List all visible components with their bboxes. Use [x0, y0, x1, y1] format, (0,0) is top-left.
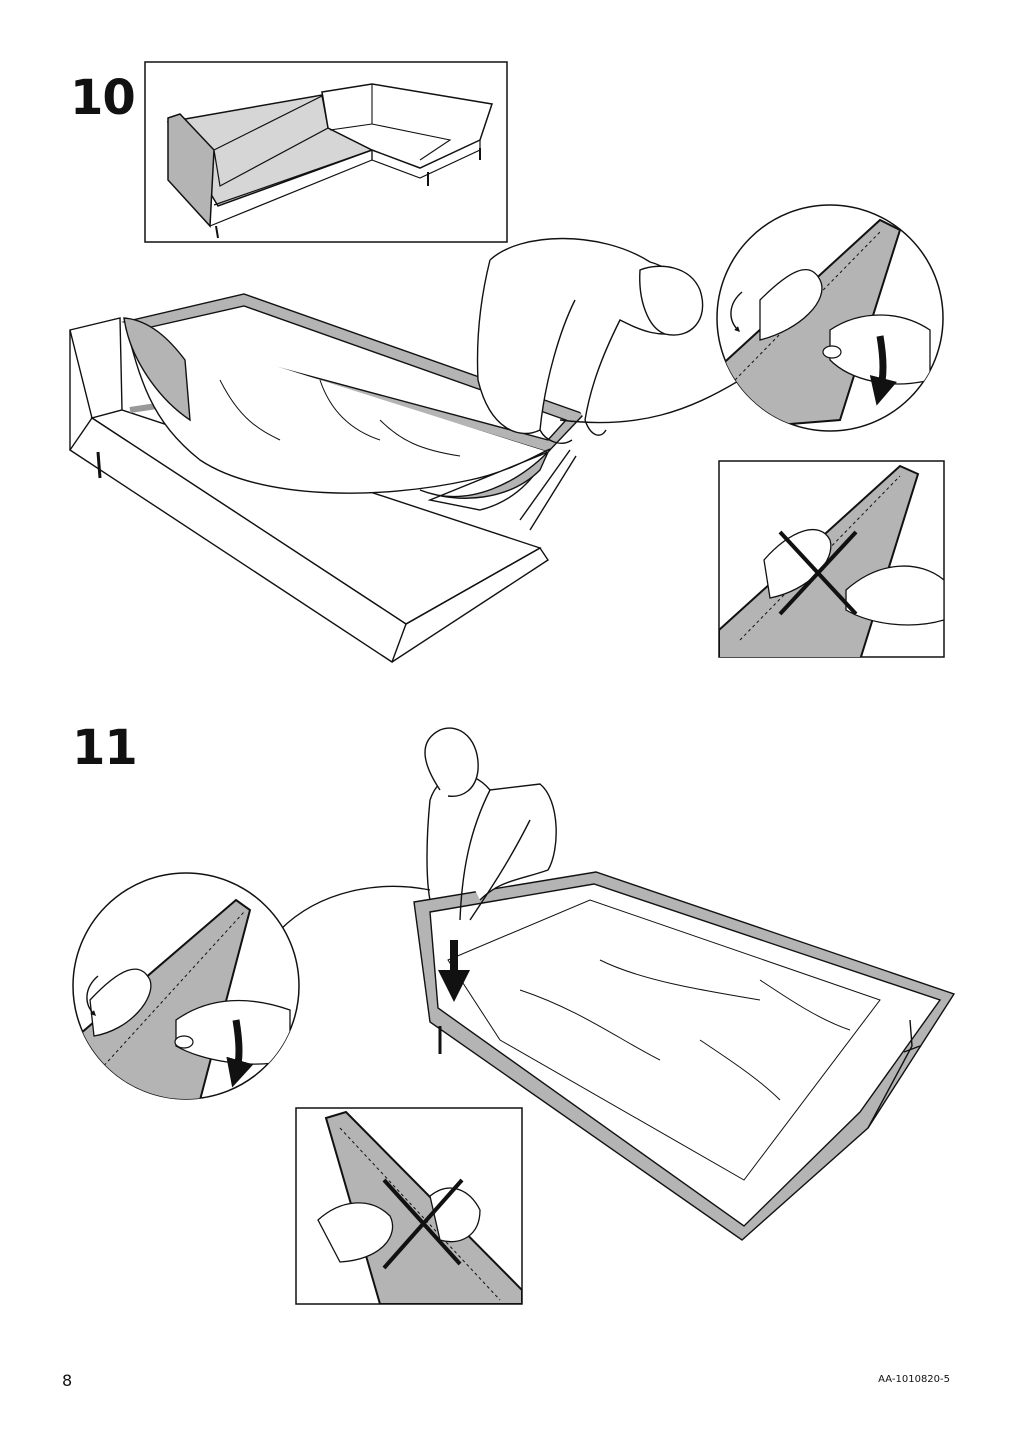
step-11-incorrect-panel: [295, 1107, 523, 1305]
step-10-detail-circle: [716, 204, 944, 432]
step-11-number: 11: [72, 720, 138, 776]
step-10-incorrect-panel: [718, 460, 945, 658]
step-10-number: 10: [70, 70, 136, 126]
step-11-main-scene: [279, 727, 956, 1241]
document-id: AA-1010820-5: [878, 1374, 950, 1385]
step-11-detail-circle: [72, 872, 300, 1100]
step-10-overview-panel: [144, 61, 508, 243]
step-10-main-scene: [69, 237, 741, 664]
page-number: 8: [62, 1371, 73, 1390]
